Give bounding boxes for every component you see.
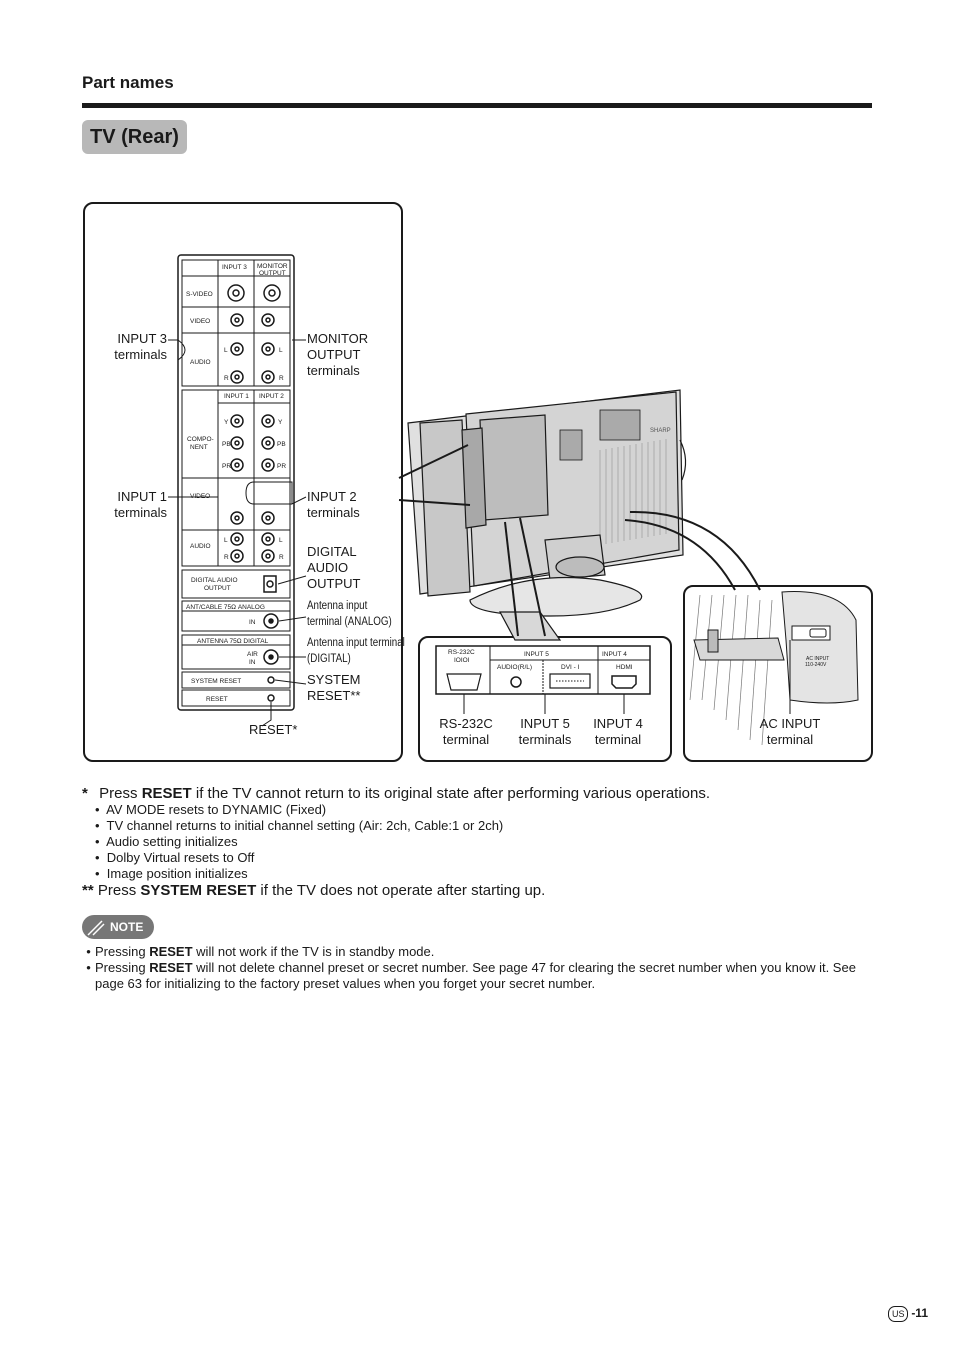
page-heading: TV (Rear) — [82, 120, 187, 154]
header-rule — [82, 103, 872, 108]
panel-monitor-2: OUTPUT — [259, 270, 286, 277]
panel-rs232c-sub: IOIOI — [454, 657, 470, 664]
note-badge: NOTE — [82, 915, 154, 939]
panel-dvi: DVI - I — [561, 664, 580, 671]
panel-air: AIR — [247, 651, 258, 658]
panel-pb-2: PB — [277, 441, 286, 448]
ac-callout-lower — [624, 519, 736, 591]
panel-component-1: COMPO- — [187, 436, 214, 443]
reset-leader — [261, 702, 272, 727]
panel-audio-rl: AUDIO(R/L) — [497, 664, 532, 671]
reset-effects-list: • AV MODE resets to DYNAMIC (Fixed) • TV… — [95, 802, 503, 882]
page-number: US-11 — [888, 1306, 928, 1322]
panel-input2: INPUT 2 — [259, 393, 284, 400]
panel-l-4: L — [279, 537, 283, 544]
input2-bracket — [245, 481, 292, 505]
list-item: • Pressing RESET will not work if the TV… — [86, 944, 435, 959]
panel-rs232c: RS-232C — [448, 649, 475, 656]
panel-monitor-1: MONITOR — [257, 263, 288, 270]
bottom-callout-right — [519, 517, 546, 637]
panel-in-1: IN — [249, 619, 256, 626]
bottom-terminal-panel — [435, 645, 651, 695]
panel-video: VIDEO — [190, 318, 210, 325]
jack-symbols — [227, 284, 281, 702]
side-terminal-panel — [177, 254, 295, 711]
panel-r-2: R — [279, 375, 284, 382]
panel-svideo: S-VIDEO — [186, 291, 213, 298]
panel-dao-2: OUTPUT — [204, 585, 231, 592]
system-reset-leader — [274, 679, 307, 685]
dao-leader — [277, 575, 307, 585]
panel-y-1: Y — [224, 419, 229, 426]
input2-leader — [254, 481, 307, 505]
panel-l-2: L — [279, 347, 283, 354]
panel-l-1: L — [224, 347, 228, 354]
panel-dao-1: DIGITAL AUDIO — [191, 577, 238, 584]
footnote-reset: * Press RESET if the TV cannot return to… — [82, 785, 711, 802]
panel-l-3: L — [224, 537, 228, 544]
panel-ant-digital: ANTENNA 75Ω DIGITAL — [197, 638, 269, 645]
panel-pr-1: PR — [222, 463, 231, 470]
region-badge: US — [888, 1306, 909, 1322]
side-callout-lower — [398, 499, 471, 506]
panel-r-4: R — [279, 554, 284, 561]
list-item: • AV MODE resets to DYNAMIC (Fixed) — [95, 802, 327, 817]
panel-pr-2: PR — [277, 463, 286, 470]
ac-callout-upper — [629, 510, 761, 591]
panel-input3: INPUT 3 — [222, 264, 247, 271]
note-list: • Pressing RESET will not work if the TV… — [82, 944, 872, 992]
section-title: Part names — [82, 73, 174, 92]
side-callout-upper — [398, 444, 469, 479]
footnote-system-reset: ** Press SYSTEM RESET if the TV does not… — [82, 882, 546, 899]
input3-leader — [168, 339, 186, 361]
panel-r-3: R — [224, 554, 229, 561]
panel-input4: INPUT 4 — [602, 651, 627, 658]
list-item: • Audio setting initializes — [95, 834, 238, 849]
panel-component-2: NENT — [190, 444, 208, 451]
panel-system-reset: SYSTEM RESET — [191, 678, 241, 685]
bottom-callout-left — [504, 521, 519, 637]
panel-audio-2: AUDIO — [190, 543, 211, 550]
pencil-icon — [87, 920, 105, 936]
label-reset: RESET* — [249, 722, 298, 737]
panel-ant-analog: ANT/CABLE 75Ω ANALOG — [186, 604, 265, 611]
panel-reset: RESET — [206, 696, 228, 703]
panel-hdmi: HDMI — [616, 664, 633, 671]
list-item: • Image position initializes — [95, 866, 248, 881]
tv-brand-logo: SHARP — [650, 428, 671, 434]
panel-input1: INPUT 1 — [224, 393, 249, 400]
list-item: • Pressing RESET will not delete channel… — [86, 960, 856, 991]
panel-pb-1: PB — [222, 441, 231, 448]
panel-input5: INPUT 5 — [524, 651, 549, 658]
panel-r-1: R — [224, 375, 229, 382]
panel-ac-input-1: AC INPUT — [806, 656, 829, 662]
list-item: • TV channel returns to initial channel … — [95, 818, 504, 833]
ac-input-detail — [689, 591, 859, 746]
antenna-analog-leader — [278, 616, 307, 622]
tv-body — [407, 389, 687, 641]
panel-ac-input-2: 110-240V — [805, 662, 827, 668]
list-item: • Dolby Virtual resets to Off — [95, 850, 255, 865]
panel-audio: AUDIO — [190, 359, 211, 366]
panel-y-2: Y — [278, 419, 283, 426]
panel-in-2: IN — [249, 659, 256, 666]
label-antenna-digital: Antenna input terminal(DIGITAL) — [307, 637, 405, 665]
